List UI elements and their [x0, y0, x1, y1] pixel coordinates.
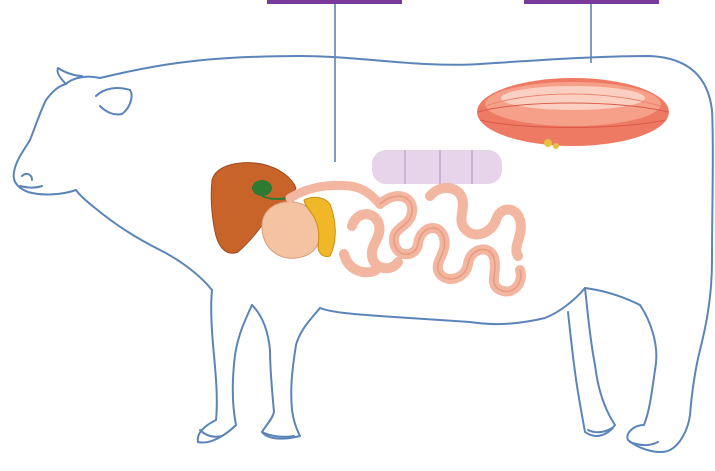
muscle-fiber-bundle-icon — [477, 78, 669, 149]
large-intestine-icon — [372, 150, 502, 184]
gallbladder-icon — [252, 180, 272, 196]
